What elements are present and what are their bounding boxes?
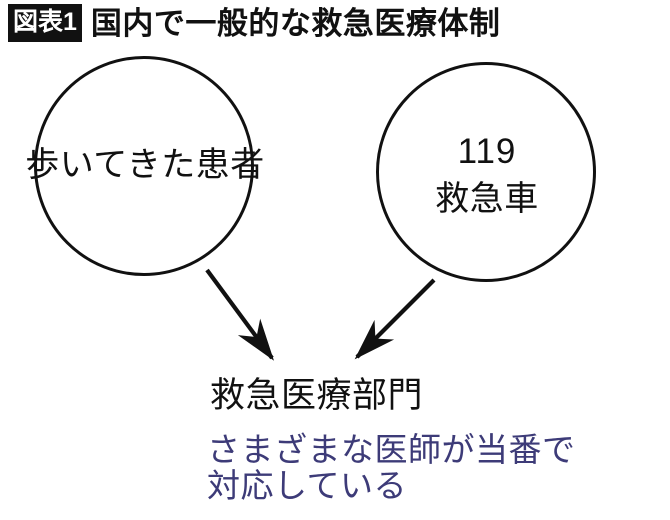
node-ambulance-label: 救急車 bbox=[435, 180, 539, 218]
emergency-department-title: 救急医療部門 bbox=[210, 376, 424, 415]
node-ambulance-number-label: 119 bbox=[457, 132, 517, 171]
node-walk-in-patient bbox=[34, 56, 254, 276]
page-title: 国内で一般的な救急医療体制 bbox=[90, 5, 501, 41]
emergency-department-note: さまざまな医師が当番で 対応している bbox=[207, 431, 576, 504]
arrow-walk-in-to-department bbox=[205, 268, 274, 361]
arrow-ambulance-to-department bbox=[354, 278, 436, 360]
figure-title-row: 図表1 国内で一般的な救急医療体制 bbox=[8, 4, 500, 42]
figure-number-badge: 図表1 bbox=[8, 4, 82, 42]
node-walk-in-patient-label: 歩いてきた患者 bbox=[25, 146, 265, 184]
node-ambulance bbox=[376, 62, 596, 282]
